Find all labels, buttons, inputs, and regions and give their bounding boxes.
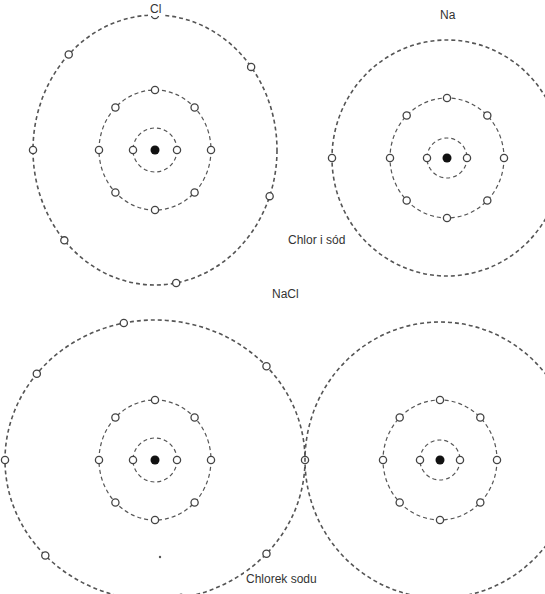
electron [443, 94, 450, 101]
electron-shell [99, 400, 211, 520]
electron [484, 197, 491, 204]
label: NaCl [270, 287, 301, 301]
electron [29, 146, 36, 153]
electron [191, 499, 198, 506]
electron [403, 197, 410, 204]
nucleus [151, 456, 160, 465]
electron [173, 146, 180, 153]
nucleus [436, 456, 445, 465]
electron [112, 499, 119, 506]
electron-shell [332, 40, 545, 276]
label: Na [438, 8, 457, 22]
electron [443, 214, 450, 221]
electron [151, 86, 158, 93]
electron-shell [390, 98, 504, 218]
nucleus [443, 154, 452, 163]
electron [65, 51, 72, 58]
electron [112, 414, 119, 421]
electron-shell [5, 320, 305, 594]
electron [173, 456, 180, 463]
electron [95, 456, 102, 463]
electron [396, 414, 403, 421]
electron [61, 237, 68, 244]
electron [151, 206, 158, 213]
electron [207, 146, 214, 153]
electron [33, 370, 40, 377]
electron-shell [99, 90, 211, 210]
electron-shell [427, 138, 467, 178]
electron [207, 456, 214, 463]
electron [379, 456, 386, 463]
electron [263, 363, 270, 370]
electron [112, 104, 119, 111]
electron [500, 154, 507, 161]
electron-shell [133, 438, 177, 482]
label: Chlorek sodu [244, 572, 319, 586]
electron [436, 516, 443, 523]
electron [456, 456, 463, 463]
electron [112, 189, 119, 196]
electron-shell [305, 322, 545, 594]
electron [328, 154, 335, 161]
electron [248, 63, 255, 70]
electron-shell [420, 440, 460, 480]
electron [95, 146, 102, 153]
electron [396, 499, 403, 506]
electron [129, 456, 136, 463]
electron [484, 112, 491, 119]
electron [173, 279, 180, 286]
nucleus [151, 146, 160, 155]
electron [477, 499, 484, 506]
electron [436, 396, 443, 403]
electron [477, 414, 484, 421]
label: Cl [148, 2, 163, 16]
electron [42, 552, 49, 559]
electron [191, 189, 198, 196]
electron [151, 516, 158, 523]
electron-shell [133, 128, 177, 172]
electron [403, 112, 410, 119]
electron [423, 154, 430, 161]
electron [463, 154, 470, 161]
label: Chlor i sód [286, 233, 347, 247]
electron-shell [383, 400, 497, 520]
electron [416, 456, 423, 463]
speck [159, 556, 161, 558]
electron [191, 104, 198, 111]
electron [1, 456, 8, 463]
electron [386, 154, 393, 161]
electron [120, 319, 127, 326]
electron [129, 146, 136, 153]
electron [266, 193, 273, 200]
electron [263, 550, 270, 557]
electron [493, 456, 500, 463]
electron-shell [33, 15, 277, 285]
electron [191, 414, 198, 421]
electron [151, 396, 158, 403]
